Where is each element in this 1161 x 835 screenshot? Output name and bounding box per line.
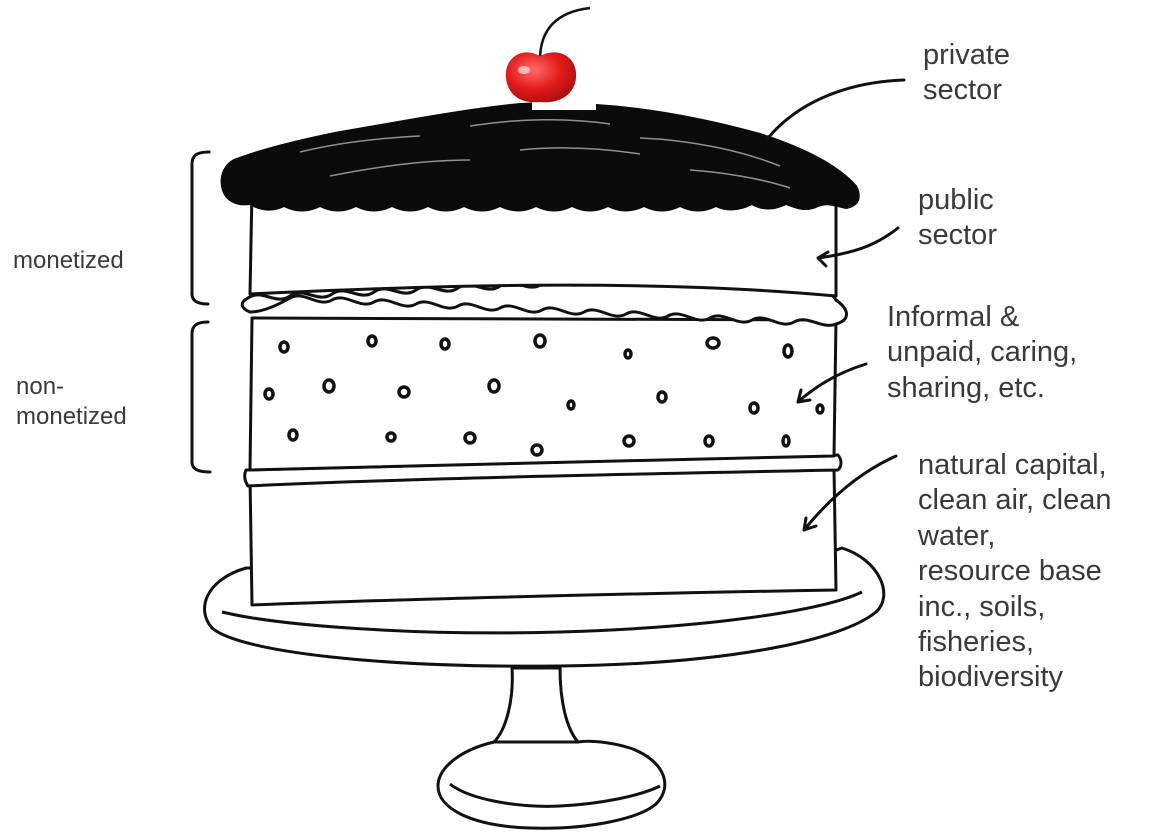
brackets (192, 152, 210, 472)
label-line: sector (918, 218, 997, 253)
label-line: sharing, etc. (887, 371, 1077, 406)
label-line: monetized (13, 246, 124, 276)
label-line: water, (918, 519, 1111, 554)
label-line: public (918, 183, 997, 218)
cake-body (242, 186, 846, 605)
label-line: unpaid, caring, (887, 335, 1077, 370)
non-monetized-label: non- monetized (16, 372, 127, 432)
private-sector-label: private sector (923, 38, 1010, 109)
label-line: monetized (16, 402, 127, 432)
label-line: clean air, clean (918, 483, 1111, 518)
cherry-icon (506, 8, 596, 110)
label-line: non- (16, 372, 127, 402)
label-line: natural capital, (918, 448, 1111, 483)
label-line: private (923, 38, 1010, 73)
label-line: resource base (918, 554, 1111, 589)
monetized-bracket (192, 152, 209, 304)
non-monetized-bracket (192, 322, 210, 472)
public-sector-label: public sector (918, 183, 997, 254)
monetized-label: monetized (13, 246, 124, 276)
label-line: biodiversity (918, 660, 1111, 695)
label-line: Informal & (887, 300, 1077, 335)
informal-label: Informal & unpaid, caring, sharing, etc. (887, 300, 1077, 406)
label-line: inc., soils, (918, 590, 1111, 625)
private-sector-arrow (768, 80, 904, 138)
label-line: sector (923, 73, 1010, 108)
frosting (222, 103, 859, 210)
natural-capital-label: natural capital, clean air, clean water,… (918, 448, 1111, 696)
label-line: fisheries, (918, 625, 1111, 660)
